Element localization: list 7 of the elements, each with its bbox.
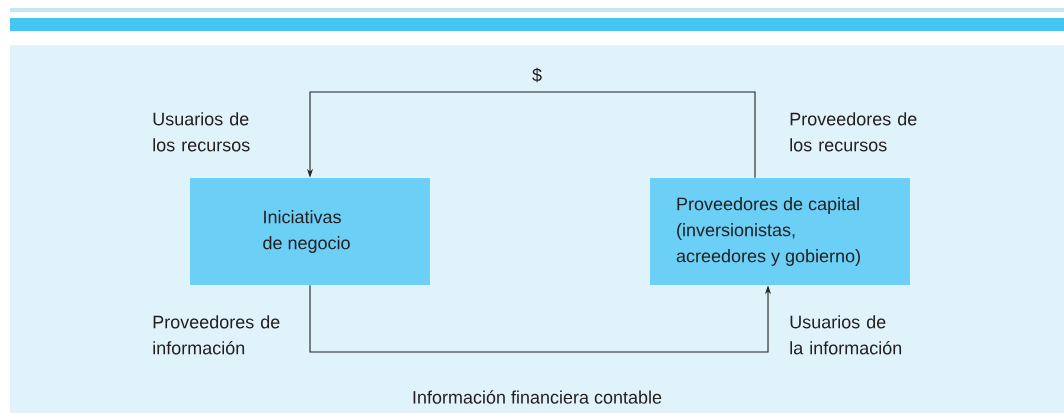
- edge-label: Información financiera contable: [410, 389, 664, 405]
- flow-label: Usuarios de los recursos: [153, 112, 250, 152]
- flow-label: Usuarios de la información: [790, 315, 902, 355]
- box: Iniciativas de negocio: [190, 178, 430, 285]
- flow-label: Proveedores de los recursos: [790, 112, 917, 152]
- box: Proveedores de capital (inversionistas, acreedores y gobierno): [650, 178, 910, 285]
- flow-label: Proveedores de información: [153, 315, 280, 355]
